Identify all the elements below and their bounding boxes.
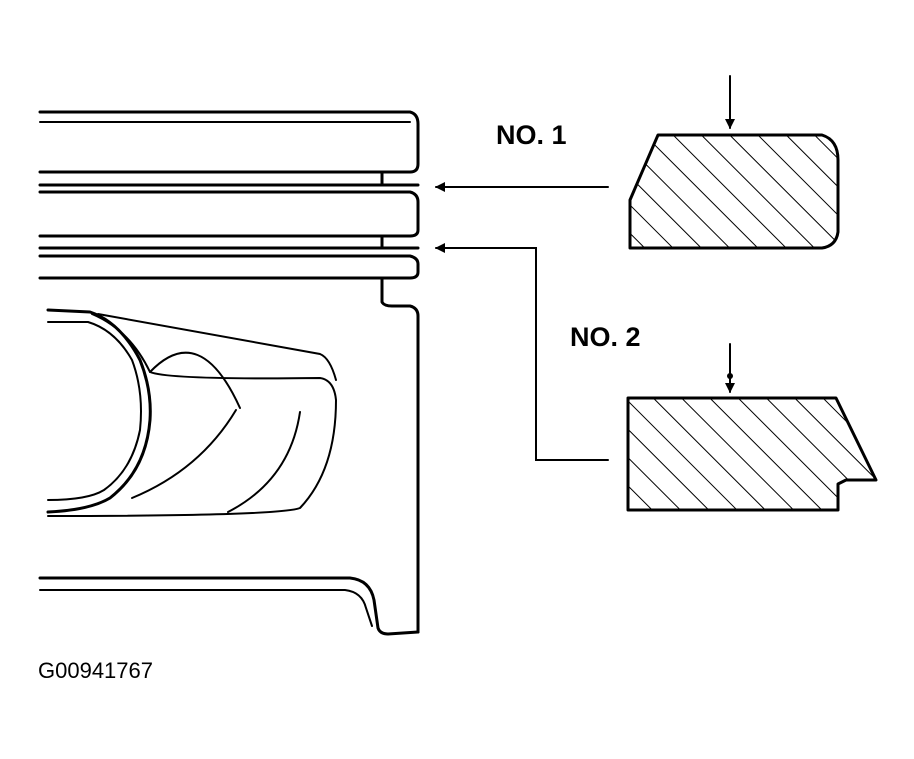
ring2-cross-section	[626, 396, 878, 512]
ring2-profile	[626, 396, 878, 512]
piston-skirt-bottom	[38, 576, 420, 636]
piston-third-land	[38, 254, 420, 634]
ring-groove-2	[38, 234, 420, 250]
piston-second-land	[38, 190, 420, 238]
leader-lines	[435, 75, 735, 461]
ring2-top-mark-dot	[727, 373, 733, 379]
pin-boss-inner-curve	[47, 321, 142, 501]
pin-boss-outline	[46, 308, 152, 514]
figure-id-label: G00941767	[38, 658, 153, 683]
pin-boss-rib	[47, 313, 338, 517]
ring1-profile	[628, 133, 840, 250]
pin-boss-rib-top	[97, 313, 337, 381]
ring1-cross-section	[628, 133, 840, 250]
piston-skirt-inner	[39, 589, 373, 627]
pin-boss-stroke-2	[131, 409, 237, 499]
ring2-leader-arrow	[435, 243, 609, 461]
ring2-label: NO. 2	[570, 322, 641, 352]
piston-top-land	[38, 110, 420, 174]
piston-body	[38, 110, 420, 636]
ring-groove-1	[38, 170, 420, 187]
pin-boss-stroke	[149, 351, 241, 409]
ring1-label: NO. 1	[496, 120, 567, 150]
pin-boss-stroke-3	[227, 411, 301, 513]
